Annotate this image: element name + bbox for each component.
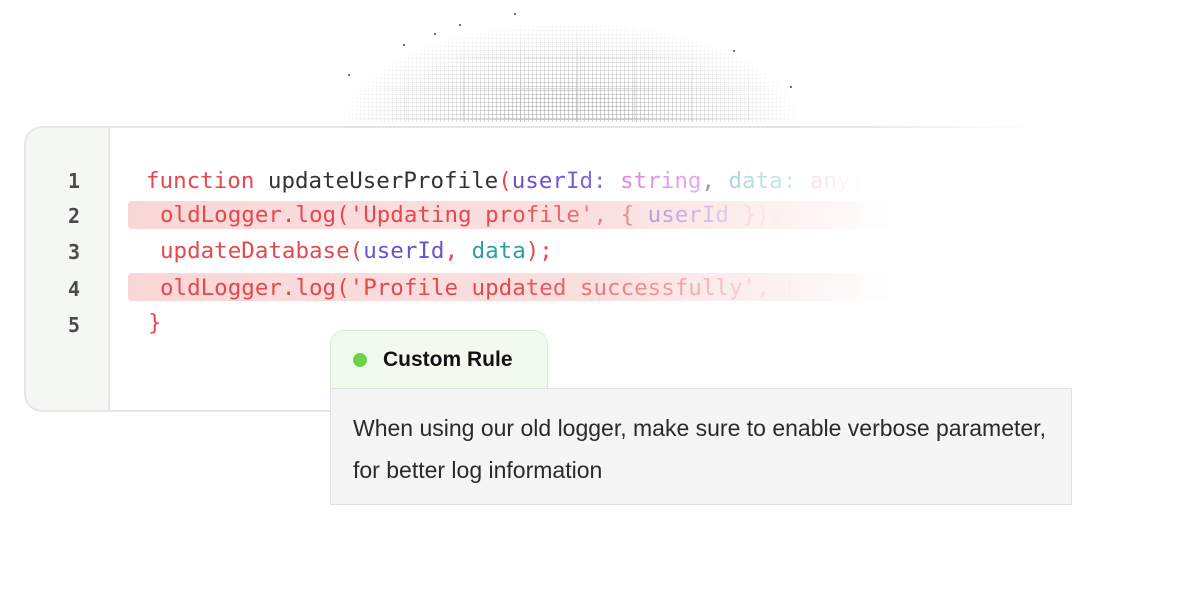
param: data:	[728, 168, 797, 194]
grid-dot	[459, 24, 461, 26]
grid-dot	[790, 86, 792, 88]
call: oldLogger.log('Profile updated successfu…	[160, 275, 797, 301]
param: userId	[363, 238, 445, 264]
param: userId	[647, 202, 729, 228]
code-line-4: oldLogger.log('Profile updated successfu…	[160, 270, 797, 306]
type: string	[606, 168, 702, 194]
custom-rule-description-box: When using our old logger, make sure to …	[330, 388, 1072, 505]
call: oldLogger.log('Updating profile', {	[160, 202, 648, 228]
grid-dot	[514, 13, 516, 15]
paren: (	[498, 168, 512, 194]
custom-rule-text: When using our old logger, make sure to …	[353, 415, 1046, 483]
line-number: 5	[67, 313, 81, 337]
status-dot-icon	[353, 352, 367, 367]
code-editor: 1 2 3 4 5 function updateUserProfile(use…	[24, 126, 1126, 412]
grid-dot	[403, 44, 405, 46]
param: data	[471, 238, 526, 264]
punct: });	[728, 202, 784, 228]
grid-dot	[348, 74, 350, 76]
line-number: 1	[67, 169, 81, 193]
grid-dot	[733, 50, 735, 52]
punct: );	[525, 238, 553, 264]
param: userId:	[511, 168, 607, 194]
function-name: updateUserProfile	[254, 168, 499, 194]
keyword: function	[146, 168, 255, 194]
line-number-gutter	[26, 128, 110, 410]
type: any)	[796, 168, 864, 194]
custom-rule-title: Custom Rule	[383, 347, 513, 371]
removed-line-highlight	[128, 201, 908, 229]
code-line-5: }	[148, 305, 162, 341]
background-grid-lines	[340, 22, 800, 122]
custom-rule-tab[interactable]: Custom Rule	[330, 330, 548, 388]
comma: ,	[444, 238, 472, 264]
call: updateDatabase(	[160, 238, 364, 264]
line-number: 4	[67, 277, 81, 301]
comma: ,	[701, 168, 729, 194]
brace: }	[148, 310, 162, 336]
code-line-1: function updateUserProfile(userId: strin…	[146, 163, 864, 199]
grid-dot	[434, 33, 436, 35]
removed-line-highlight	[128, 273, 908, 301]
line-number: 3	[67, 240, 81, 264]
code-line-3: updateDatabase(userId, data);	[160, 233, 553, 269]
code-line-2: oldLogger.log('Updating profile', { user…	[160, 197, 783, 233]
line-number: 2	[67, 204, 81, 228]
